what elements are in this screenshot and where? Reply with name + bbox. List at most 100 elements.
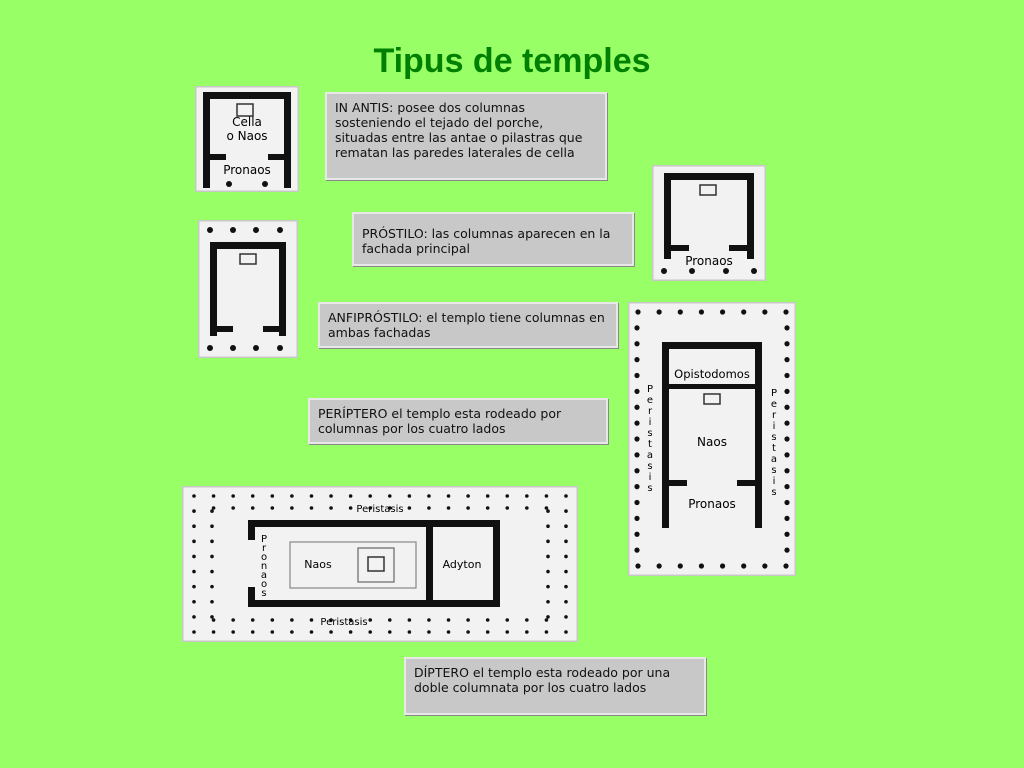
column-dot <box>762 309 768 315</box>
column-dot <box>407 506 412 510</box>
column-dot <box>762 563 768 569</box>
column-dot <box>784 499 790 506</box>
column-dot <box>546 509 550 513</box>
column-dot <box>505 506 510 510</box>
column-dot <box>211 630 216 634</box>
column-dot <box>505 630 510 634</box>
column-dot <box>290 494 294 498</box>
peristasis-label-bottom: Peristasis <box>320 617 367 628</box>
column-dot <box>784 357 790 363</box>
pronaos-plan: Pronaos <box>652 165 766 281</box>
column-dot <box>784 420 790 426</box>
column-dot <box>784 468 790 474</box>
column-dot <box>329 618 333 622</box>
column-dot <box>677 309 683 315</box>
column-dot <box>564 615 568 619</box>
column-dot <box>634 325 640 331</box>
page-title: Tipus de temples <box>373 42 651 80</box>
column-dot <box>564 509 568 513</box>
column-dot <box>485 630 490 634</box>
anfiprostilo-text: ANFIPRÓSTILO: el templo tiene columnas e… <box>328 310 605 340</box>
in-antis-text: IN ANTIS: posee dos columnas sosteniendo… <box>335 100 583 160</box>
diptero-description: DÍPTERO el templo esta rodeado por una d… <box>404 657 706 715</box>
column-dot <box>407 618 412 622</box>
o-naos-label: o Naos <box>226 129 267 143</box>
column-dot <box>719 563 726 569</box>
column-dot <box>546 584 550 589</box>
cella-label: Cella <box>232 115 262 129</box>
column-dot <box>348 630 353 634</box>
column-dot <box>564 494 568 498</box>
column-dot <box>466 618 470 622</box>
column-dot <box>211 506 216 510</box>
column-dot <box>698 309 705 315</box>
column-dot <box>784 436 790 442</box>
column-dot <box>564 539 568 544</box>
column-dot <box>329 494 333 498</box>
column-dot <box>677 563 683 569</box>
column-dot <box>446 630 451 634</box>
column-dot <box>231 506 235 510</box>
column-dot <box>427 506 431 510</box>
column-dot <box>192 569 196 574</box>
column-dot <box>564 599 568 604</box>
column-dot <box>784 404 790 410</box>
column-dot <box>564 584 568 589</box>
column-dot <box>634 452 640 458</box>
column-dot <box>192 584 196 589</box>
column-dot <box>544 494 549 498</box>
column-dot <box>505 494 510 498</box>
column-dot <box>546 539 550 544</box>
column-dot <box>427 630 431 634</box>
in-antis-description: IN ANTIS: posee dos columnas sosteniendo… <box>325 92 607 180</box>
column-dot <box>211 494 216 498</box>
column-dot <box>634 515 640 521</box>
column-dot <box>784 531 790 537</box>
column-dot <box>546 599 550 604</box>
anfiprostilo-description: ANFIPRÓSTILO: el templo tiene columnas e… <box>318 302 618 348</box>
column-dot <box>231 630 235 634</box>
column-dot <box>564 554 568 559</box>
column-dot <box>231 494 235 498</box>
column-dot <box>407 630 412 634</box>
column-dot <box>192 599 196 604</box>
pronaos-label-2: Pronaos <box>685 254 733 268</box>
column-dot <box>210 569 214 574</box>
column-dot <box>192 554 196 559</box>
dipteral-colonnade <box>192 494 568 634</box>
column-dot <box>427 494 431 498</box>
column-dot <box>546 554 550 559</box>
column-dot <box>634 436 640 442</box>
column-dot <box>250 506 255 510</box>
column-dot <box>741 563 747 569</box>
column-dot <box>564 569 568 574</box>
column-dot <box>270 494 275 498</box>
column-dot <box>634 372 640 379</box>
column-dot <box>348 618 353 622</box>
column-dot <box>546 524 550 529</box>
column-dot <box>231 618 235 622</box>
opistodomos-label: Opistodomos <box>674 367 750 381</box>
column-dot <box>525 618 529 622</box>
column-dot <box>192 524 196 529</box>
column-dot <box>466 506 470 510</box>
column-dot <box>329 506 333 510</box>
column-dot <box>656 309 662 315</box>
column-dot <box>270 506 275 510</box>
column-dot <box>634 341 640 347</box>
column-dot <box>634 484 640 490</box>
column-dot <box>309 494 314 498</box>
periptero-text: PERÍPTERO el templo esta rodeado por col… <box>318 406 562 436</box>
column-dot <box>656 563 662 569</box>
column-dot <box>634 531 640 537</box>
column-dot <box>635 563 641 569</box>
column-dot <box>192 539 196 544</box>
column-dot <box>544 618 549 622</box>
diptero-text: DÍPTERO el templo esta rodeado por una d… <box>414 665 671 695</box>
column-dot <box>192 630 196 634</box>
prostilo-plan <box>198 220 298 358</box>
column-dot <box>446 618 451 622</box>
pronaos-label-3: Pronaos <box>688 497 736 511</box>
